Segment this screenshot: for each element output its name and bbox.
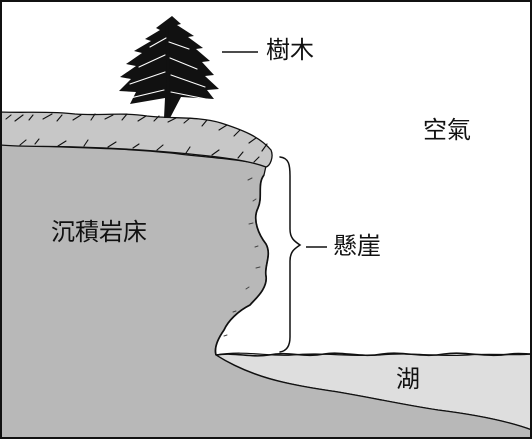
cliff-wall-texture bbox=[223, 177, 261, 337]
air-label: 空氣 bbox=[423, 116, 471, 144]
cliff-edge-line bbox=[214, 174, 270, 356]
lake-surface-line bbox=[215, 352, 532, 357]
cliff-label: 懸崖 bbox=[333, 232, 381, 260]
sedimentary-bedrock-label: 沉積岩床 bbox=[51, 218, 147, 246]
cliff-height-bracket bbox=[279, 156, 302, 353]
lake-label: 湖 bbox=[396, 365, 420, 393]
tree-icon bbox=[119, 16, 219, 119]
grass-texture bbox=[5, 113, 268, 163]
grass-topsoil bbox=[0, 111, 273, 168]
tree-label: 樹木 bbox=[266, 36, 314, 64]
